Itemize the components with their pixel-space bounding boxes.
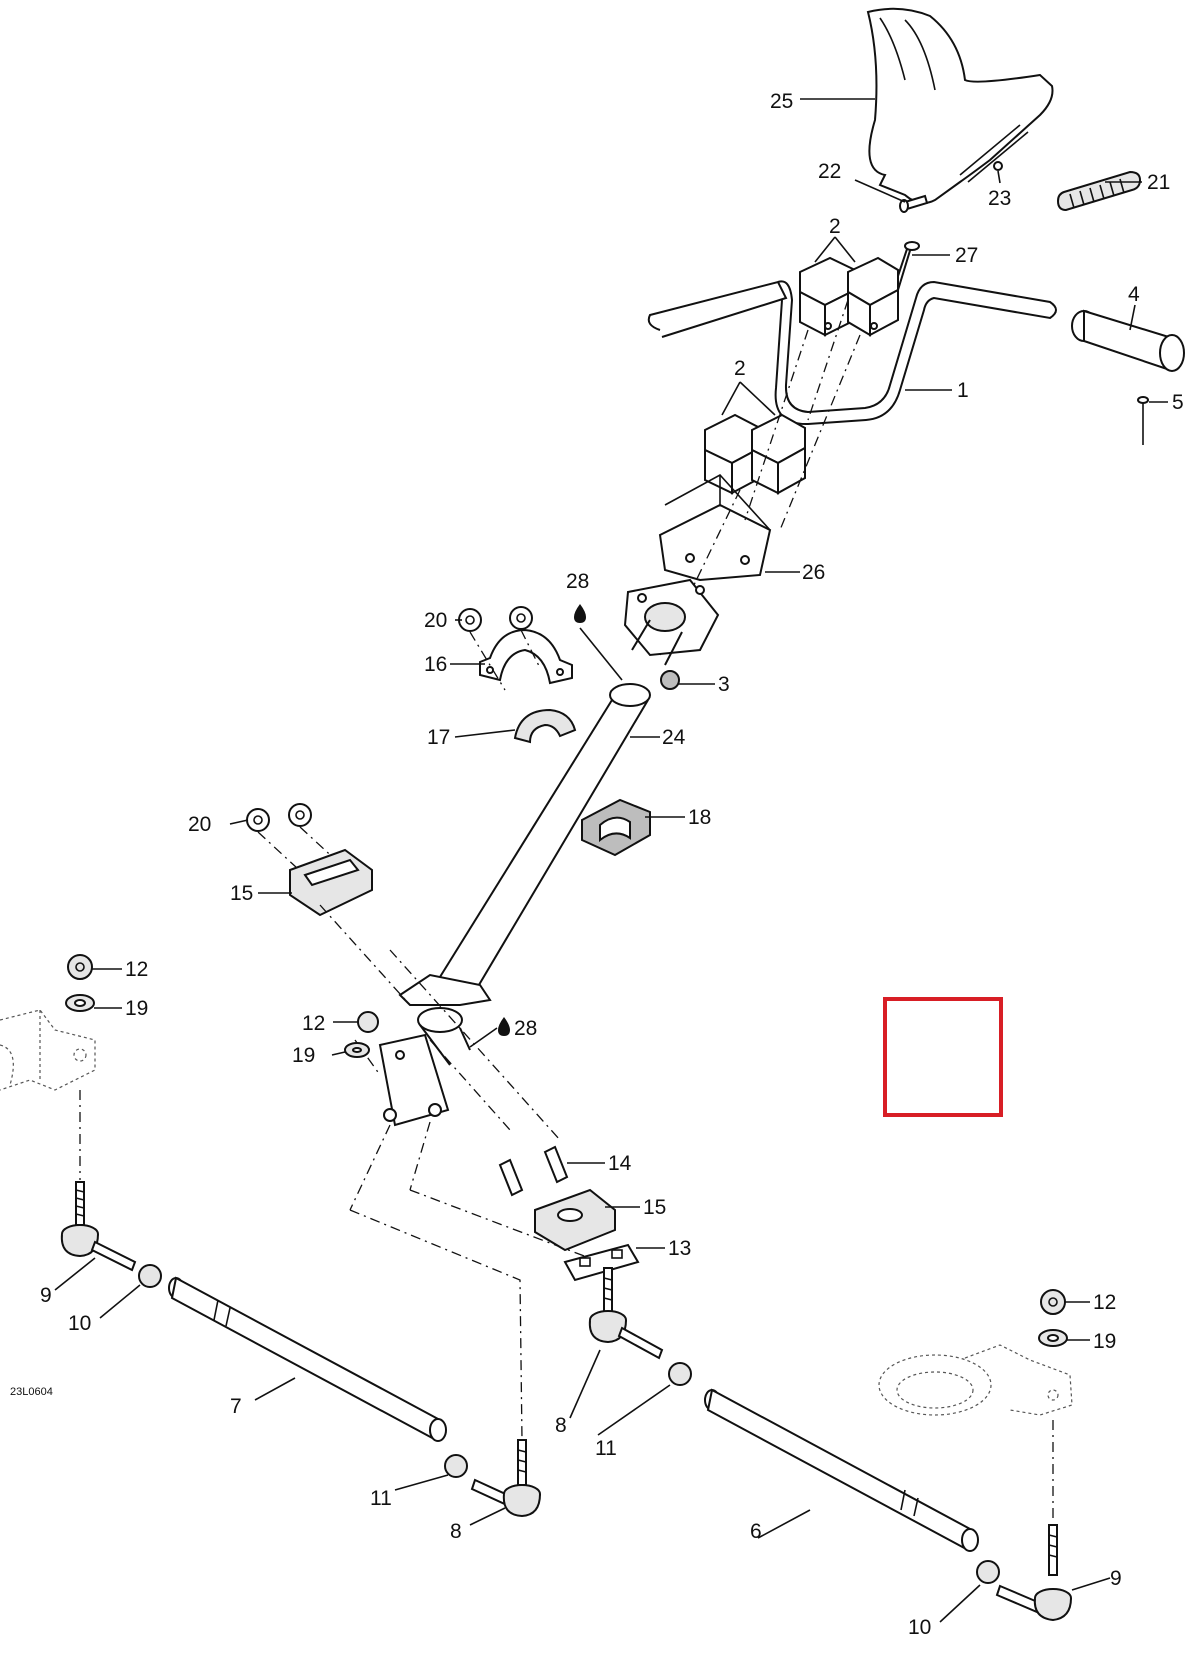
callout-21: 21: [1147, 171, 1170, 194]
part-19-washer-left: [65, 994, 95, 1012]
callout-26: 26: [802, 561, 825, 584]
callout-20-upper: 20: [424, 609, 447, 632]
part-15-upper-block: [289, 848, 373, 917]
part-23-nut: [993, 161, 1003, 171]
callout-12-middle: 12: [302, 1012, 325, 1035]
part-7-tie-rod-left: [168, 1276, 447, 1442]
callout-19-right: 19: [1093, 1330, 1116, 1353]
callout-2-upper: 2: [829, 215, 841, 238]
part-19-washer-middle: [344, 1042, 370, 1058]
callout-16: 16: [424, 653, 447, 676]
part-2-lower-clamps: [704, 413, 806, 495]
part-2-upper-clamps: [799, 256, 899, 337]
callout-4: 4: [1128, 283, 1140, 306]
callout-15-upper: 15: [230, 882, 253, 905]
callout-3: 3: [718, 673, 730, 696]
leader-lines: [54, 98, 1168, 1623]
callout-20-lower: 20: [188, 813, 211, 836]
callout-2-lower: 2: [734, 357, 746, 380]
callout-12-right: 12: [1093, 1291, 1116, 1314]
part-24-steering-column: [398, 578, 720, 1066]
callout-13: 13: [668, 1237, 691, 1260]
callout-10-left: 10: [68, 1312, 91, 1335]
part-15-lower-block: [534, 1188, 616, 1252]
part-20-nuts-lower: [246, 803, 353, 881]
callout-23: 23: [988, 187, 1011, 210]
callout-1: 1: [957, 379, 969, 402]
callout-17: 17: [427, 726, 450, 749]
callout-12-left: 12: [125, 958, 148, 981]
highlight-box: [883, 997, 1003, 1117]
part-17-bushing: [513, 708, 577, 744]
part-11-nut-middle: [668, 1362, 692, 1386]
right-spindle-arm: [878, 1344, 1073, 1416]
callout-19-left: 19: [125, 997, 148, 1020]
part-8-tie-rod-end-lower-left: [470, 1439, 541, 1518]
grease-drop-icon-lower: [498, 1017, 510, 1036]
callout-7: 7: [230, 1395, 242, 1418]
part-14-pins: [498, 1145, 569, 1197]
part-12-nut-right: [1040, 1289, 1066, 1315]
part-3-nut: [660, 670, 680, 690]
part-16-clamp: [479, 628, 573, 685]
callout-5: 5: [1172, 391, 1184, 414]
callout-6: 6: [750, 1520, 762, 1543]
grease-drop-icon-upper: [574, 604, 586, 623]
callout-27: 27: [955, 244, 978, 267]
part-1-handlebar: [647, 280, 1057, 426]
callout-28-lower: 28: [514, 1017, 537, 1040]
part-19-washer-right: [1038, 1329, 1068, 1347]
left-spindle-arm: [0, 1009, 96, 1091]
part-18-bushing: [581, 798, 651, 857]
callout-19-middle: 19: [292, 1044, 315, 1067]
callout-11-lower: 11: [370, 1487, 392, 1510]
callout-9-left: 9: [40, 1284, 52, 1307]
callout-24: 24: [662, 726, 686, 749]
part-9-tie-rod-end-right: [995, 1524, 1072, 1622]
part-22-screw: [899, 194, 929, 213]
steering-arm-plate: [349, 1033, 609, 1441]
callout-9-right: 9: [1110, 1567, 1122, 1590]
callout-8-lower: 8: [450, 1520, 462, 1543]
part-10-nut-right: [976, 1560, 1000, 1584]
part-8-tie-rod-end-middle: [588, 1267, 664, 1360]
callout-11-middle: 11: [595, 1437, 617, 1460]
callout-22: 22: [818, 160, 841, 183]
part-6-tie-rod-right: [704, 1388, 979, 1552]
assembly-lines-upper: [659, 299, 861, 656]
part-11-nut-lower-left: [444, 1454, 468, 1478]
callout-18: 18: [688, 806, 711, 829]
callout-14: 14: [608, 1152, 632, 1175]
part-12-nut-middle: [357, 1011, 379, 1033]
part-12-nut-left: [67, 954, 93, 980]
callout-28-upper: 28: [566, 570, 589, 593]
part-26-riser: [658, 473, 772, 582]
part-21-foam-tube: [1056, 170, 1142, 212]
part-9-tie-rod-end-left: [60, 1181, 137, 1272]
part-10-nut-left: [138, 1264, 162, 1288]
part-25-handlebar-pad: [866, 7, 1054, 205]
callout-10-right: 10: [908, 1616, 931, 1639]
callout-labels: 25 22 23 21 2 27 4 1 2 5 26 28 20 16 3 1…: [40, 90, 1184, 1639]
part-13-lock-plate: [563, 1243, 640, 1282]
callout-8-middle: 8: [555, 1414, 567, 1437]
part-5-rivet: [1137, 396, 1149, 445]
callout-25: 25: [770, 90, 793, 113]
callout-15-lower: 15: [643, 1196, 666, 1219]
part-4-grip: [1071, 309, 1185, 372]
figure-code: 23L0604: [10, 1386, 53, 1398]
